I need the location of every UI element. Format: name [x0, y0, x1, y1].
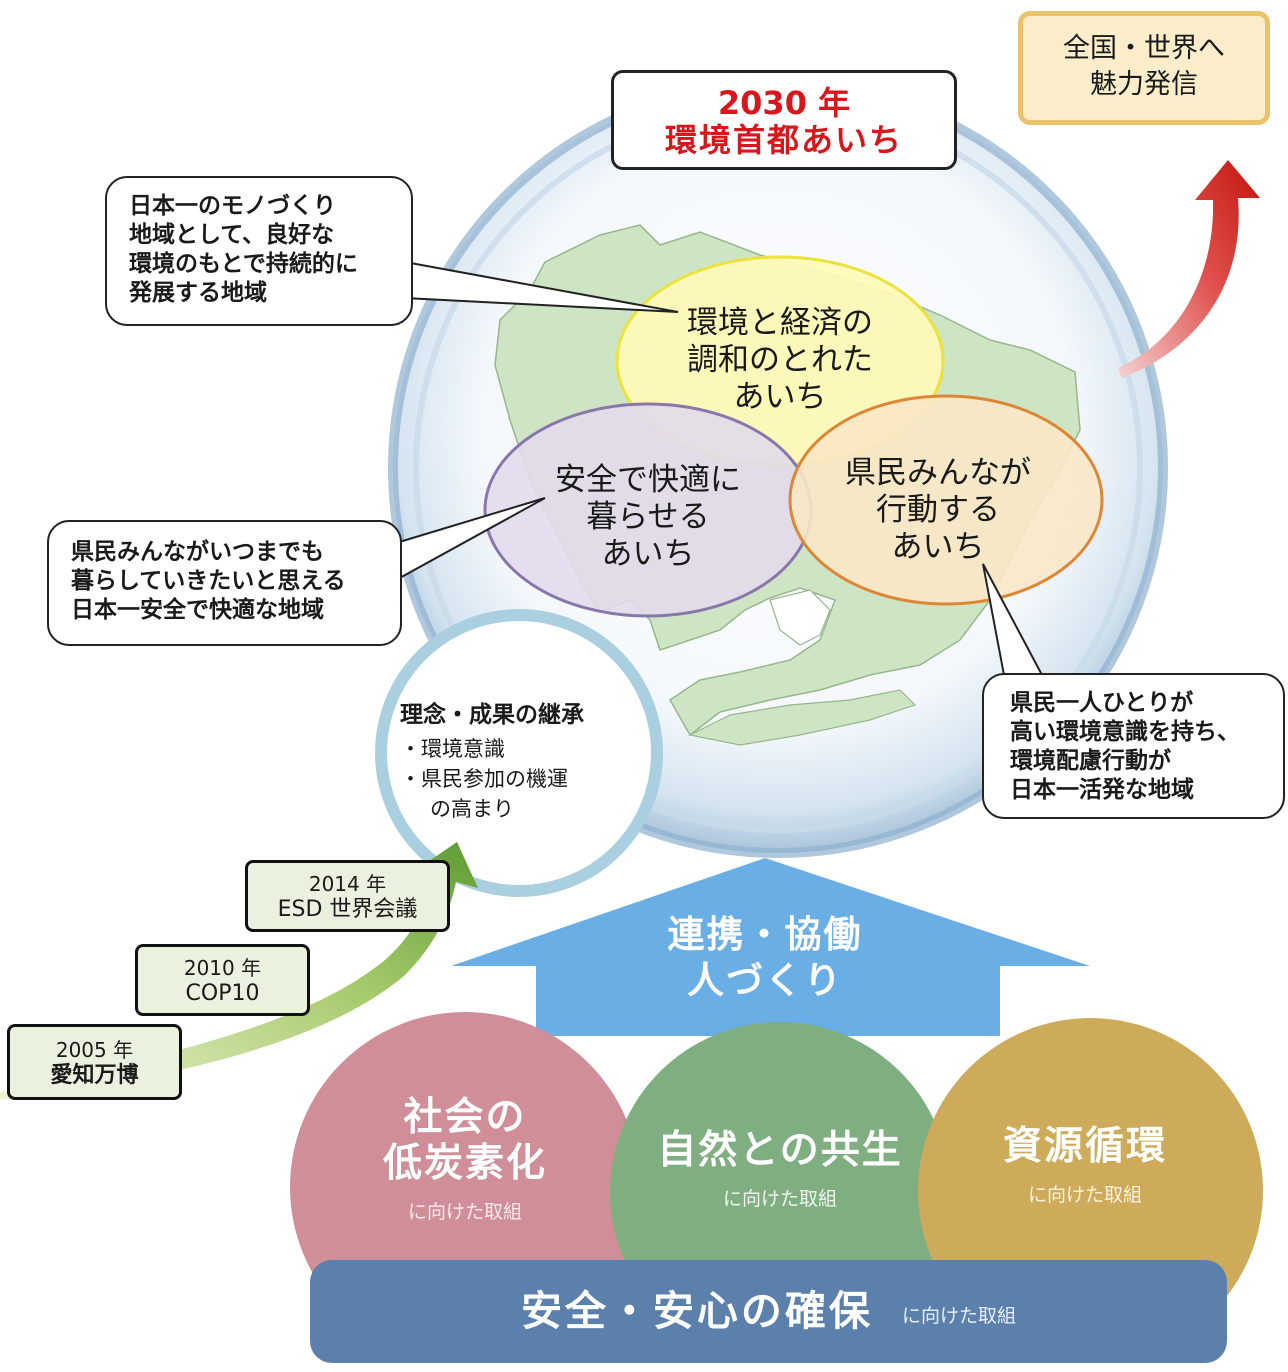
goal-title: 環境首都あいち: [664, 121, 903, 159]
outreach-box: 全国・世界へ 魅力発信: [1018, 11, 1270, 125]
base-sub: に向けた取組: [902, 1305, 1017, 1327]
callout-safety: 県民みんながいつまでも 暮らしていきたいと思える 日本一安全で快適な地域: [47, 520, 402, 646]
base-title: 安全・安心の確保: [520, 1287, 873, 1335]
pillar-nature-label: 自然との共生 に向けた取組: [657, 1128, 903, 1210]
callout-economy: 日本一のモノづくり 地域として、良好な 環境のもとで持続的に 発展する地域: [105, 176, 413, 326]
milestone-2005: 2005 年 愛知万博: [7, 1024, 182, 1100]
legacy-item-2: ・県民参加の機運: [400, 767, 568, 791]
pillar-low-carbon-label: 社会の 低炭素化 に向けた取組: [382, 1095, 547, 1223]
pillar-resources-label: 資源循環 に向けた取組: [1002, 1124, 1167, 1206]
outreach-arrow: [1118, 160, 1260, 378]
milestone-2014: 2014 年 ESD 世界会議: [245, 860, 450, 932]
callout-action: 県民一人ひとりが 高い環境意識を持ち、 環境配慮行動が 日本一活発な地域: [982, 673, 1285, 819]
legacy-text: 理念・成果の継承 ・環境意識 ・県民参加の機運 の高まり: [400, 700, 640, 824]
vision-action-ellipse: [788, 394, 1104, 606]
outreach-line2: 魅力発信: [1090, 69, 1198, 100]
legacy-item-1: ・環境意識: [400, 737, 505, 761]
legacy-circle: [375, 609, 663, 897]
goal-year: 2030 年: [717, 84, 851, 122]
vision-action-label: 県民みんなが 行動する あいち: [845, 455, 1031, 565]
foundation-arrow: [451, 858, 1090, 1036]
legacy-title: 理念・成果の継承: [400, 702, 584, 728]
vision-economy-label: 環境と経済の 調和のとれた あいち: [687, 305, 873, 415]
foundation-label: 連携・協働 人づくり: [667, 913, 863, 1002]
base-bar: 安全・安心の確保 に向けた取組: [310, 1260, 1227, 1363]
vision-safety-label: 安全で快適に 暮らせる あいち: [555, 462, 741, 572]
goal-box: 2030 年 環境首都あいち: [611, 70, 957, 170]
legacy-item-2-cont: の高まり: [430, 797, 514, 821]
milestone-2010: 2010 年 COP10: [135, 944, 310, 1016]
outreach-line1: 全国・世界へ: [1063, 33, 1225, 64]
